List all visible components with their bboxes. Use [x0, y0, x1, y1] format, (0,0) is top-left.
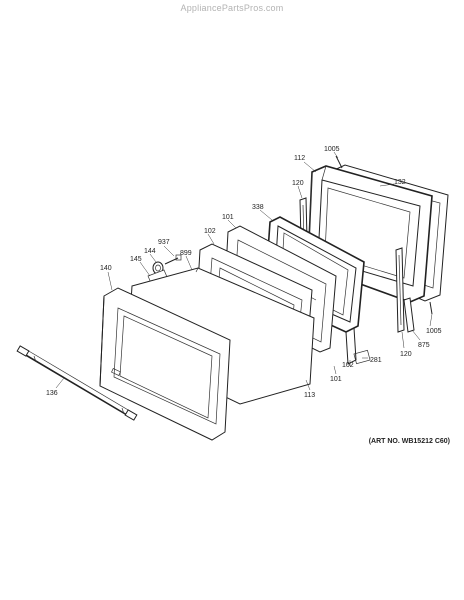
- callout-338: 338: [252, 204, 264, 211]
- callout-101-top: 101: [222, 214, 234, 221]
- callout-875: 875: [418, 342, 430, 349]
- callout-136: 136: [46, 390, 58, 397]
- callout-102-top: 102: [204, 228, 216, 235]
- site-watermark: AppliancePartsPros.com: [180, 3, 284, 13]
- callout-281: 281: [370, 357, 382, 364]
- leader-lines: [55, 151, 433, 391]
- callout-labels: 1005 112 132 120 338 101 102 937 144 899…: [46, 146, 442, 399]
- callout-1005-top: 1005: [324, 146, 340, 153]
- callout-899: 899: [180, 250, 192, 257]
- door-handle: [16, 345, 138, 421]
- callout-937: 937: [158, 239, 170, 246]
- art-number-label: (ART NO. WB15212 C60): [368, 438, 450, 445]
- callout-112: 112: [294, 155, 305, 162]
- callout-120-bottom: 120: [400, 351, 412, 358]
- screws: [335, 155, 433, 315]
- callout-140: 140: [100, 265, 112, 272]
- callout-1005-bottom: 1005: [426, 328, 442, 335]
- callout-113: 113: [304, 392, 315, 399]
- callout-101-bottom: 101: [330, 376, 342, 383]
- front-door-panel: [99, 287, 231, 441]
- callout-144: 144: [144, 248, 156, 255]
- callout-145: 145: [130, 256, 142, 263]
- callout-132: 132: [394, 179, 406, 186]
- callout-120-top: 120: [292, 180, 304, 187]
- callout-102-bottom: 102: [342, 362, 354, 369]
